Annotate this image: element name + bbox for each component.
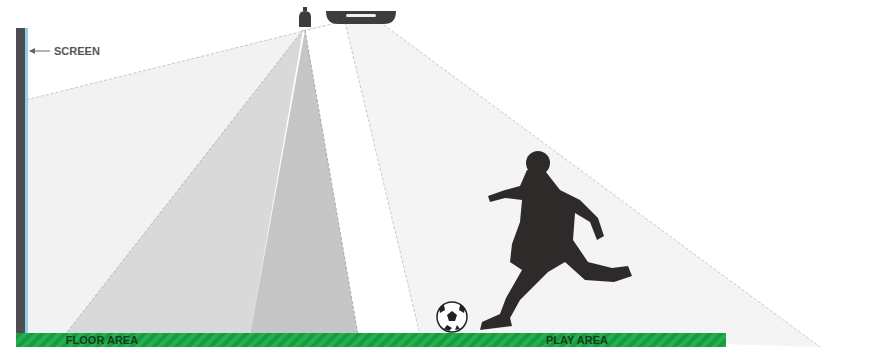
floor-area-label: FLOOR AREA (66, 334, 138, 347)
camera (299, 11, 311, 27)
soccer-ball (437, 302, 467, 332)
camera-cone-near (250, 30, 358, 335)
floor-strip (16, 333, 726, 347)
projector-beam (345, 22, 820, 347)
projector (326, 11, 396, 24)
screen-label: SCREEN (52, 45, 102, 58)
player-silhouette (480, 151, 632, 330)
screen-surface (25, 28, 28, 336)
play-area-label: PLAY AREA (546, 334, 608, 347)
screen-panel (16, 28, 25, 336)
